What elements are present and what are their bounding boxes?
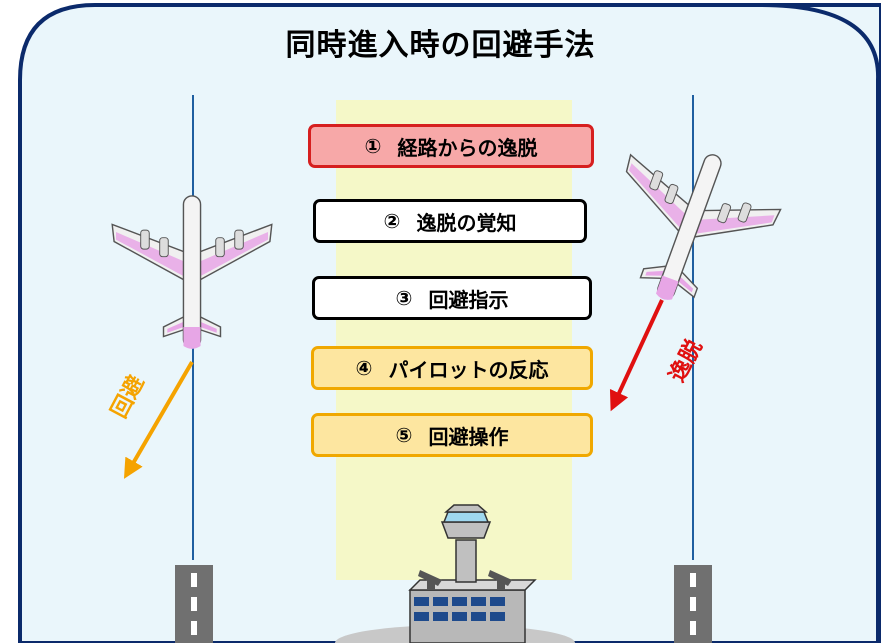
step-3: ③ 回避指示 [312, 276, 592, 320]
step-1-number: ① [364, 134, 382, 158]
step-4-number: ④ [355, 356, 373, 380]
step-2-number: ② [383, 209, 401, 233]
step-1-label: 経路からの逸脱 [397, 135, 538, 160]
radar-icon [418, 570, 442, 590]
radar-icon [488, 570, 512, 590]
step-3-label: 回避指示 [428, 287, 509, 312]
step-2: ② 逸脱の覚知 [313, 199, 587, 243]
runway-icon [674, 565, 712, 643]
step-4: ④ パイロットの反応 [311, 346, 593, 390]
avoid-arrow [123, 360, 194, 479]
step-5-number: ⑤ [395, 423, 413, 447]
step-1: ① 経路からの逸脱 [308, 124, 594, 168]
deviate-arrow [609, 299, 664, 412]
page-title: 同時進入時の回避手法 [285, 28, 596, 63]
step-2-label: 逸脱の覚知 [416, 210, 517, 235]
step-3-number: ③ [395, 286, 413, 310]
center-band [336, 100, 572, 580]
step-5-label: 回避操作 [428, 424, 509, 449]
runway-icon [175, 565, 213, 643]
step-5: ⑤ 回避操作 [311, 413, 593, 457]
step-4-label: パイロットの反応 [388, 357, 549, 382]
control-tower-icon [408, 504, 537, 643]
